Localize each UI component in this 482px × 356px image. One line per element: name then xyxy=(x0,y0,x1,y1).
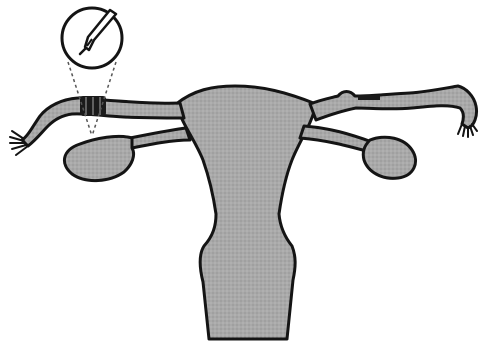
right-clip-band xyxy=(358,95,380,100)
left-fimbriae xyxy=(10,131,28,155)
tubal-clip xyxy=(80,96,106,116)
uterus-body xyxy=(176,86,316,339)
right-ovarian-ligament xyxy=(300,126,372,152)
right-fallopian-tube xyxy=(310,86,477,128)
right-ovary xyxy=(363,137,415,178)
left-ovary xyxy=(64,136,133,180)
left-ovarian-ligament xyxy=(130,128,190,148)
magnifier-circle-icon xyxy=(62,8,122,68)
